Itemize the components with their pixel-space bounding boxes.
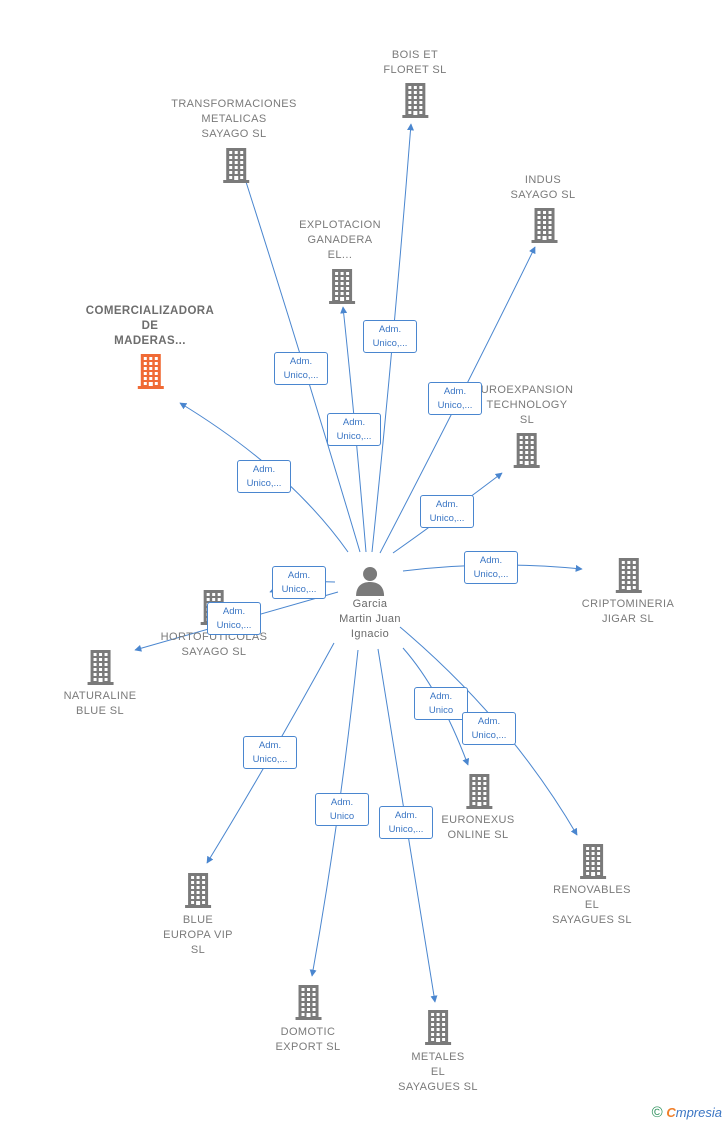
building-icon bbox=[88, 650, 114, 685]
company-name: UROEXPANSION TECHNOLOGY SL bbox=[480, 384, 574, 426]
person-node[interactable]: Garcia Martin Juan Ignacio bbox=[339, 565, 401, 642]
edge-role-label[interactable]: Adm. Unico,... bbox=[464, 551, 518, 584]
building-icon bbox=[137, 354, 164, 389]
company-name: EURONEXUS ONLINE SL bbox=[441, 814, 515, 841]
edge-role-label[interactable]: Adm. Unico bbox=[315, 793, 369, 826]
company-name: DOMOTIC EXPORT SL bbox=[275, 1026, 341, 1053]
company-name: NATURALINE BLUE SL bbox=[63, 690, 137, 717]
footer-brand: © Cmpresia bbox=[652, 1104, 722, 1121]
edge-role-label[interactable]: Adm. Unico,... bbox=[327, 413, 381, 446]
edge-role-label[interactable]: Adm. Unico,... bbox=[462, 712, 516, 745]
edge-role-label[interactable]: Adm. Unico,... bbox=[428, 382, 482, 415]
company-node-explotacion[interactable]: EXPLOTACION GANADERA EL... bbox=[299, 218, 381, 304]
company-node-metales[interactable]: METALES EL SAYAGUES SL bbox=[398, 1009, 478, 1095]
copyright-symbol: © bbox=[651, 1104, 663, 1121]
company-name: COMERCIALIZADORA DE MADERAS... bbox=[85, 305, 215, 347]
company-name: EXPLOTACION GANADERA EL... bbox=[299, 219, 381, 261]
company-node-euroexpansion[interactable]: UROEXPANSION TECHNOLOGY SL bbox=[481, 383, 574, 468]
company-name: BOIS ET FLORET SL bbox=[383, 49, 447, 76]
brand-name: mpresia bbox=[675, 1105, 722, 1120]
edge-role-label[interactable]: Adm. Unico,... bbox=[243, 736, 297, 769]
edge-role-label[interactable]: Adm. Unico bbox=[414, 687, 468, 720]
company-node-domotic[interactable]: DOMOTIC EXPORT SL bbox=[275, 984, 342, 1055]
building-icon bbox=[222, 148, 249, 183]
company-node-comercializadora[interactable]: COMERCIALIZADORA DE MADERAS... bbox=[86, 304, 214, 389]
edge-role-label[interactable]: Adm. Unico,... bbox=[272, 566, 326, 599]
building-icon bbox=[425, 1010, 451, 1045]
company-node-naturaline[interactable]: NATURALINE BLUE SL bbox=[63, 649, 138, 719]
edge-role-label[interactable]: Adm. Unico,... bbox=[274, 352, 328, 385]
building-icon bbox=[328, 269, 355, 304]
edge-role-label[interactable]: Adm. Unico,... bbox=[363, 320, 417, 353]
company-node-blue-europa[interactable]: BLUE EUROPA VIP SL bbox=[163, 872, 233, 958]
building-icon bbox=[466, 774, 492, 809]
company-name: TRANSFORMACIONES METALICAS SAYAGO SL bbox=[171, 98, 297, 140]
person-icon bbox=[356, 567, 384, 596]
company-node-renovables[interactable]: RENOVABLES EL SAYAGUES SL bbox=[552, 843, 633, 928]
company-name: INDUS SAYAGO SL bbox=[510, 174, 576, 201]
person-name: Garcia Martin Juan Ignacio bbox=[339, 598, 401, 640]
building-icon bbox=[580, 844, 606, 879]
company-node-euronexus[interactable]: EURONEXUS ONLINE SL bbox=[441, 773, 515, 843]
edge-role-label[interactable]: Adm. Unico,... bbox=[207, 602, 261, 635]
company-node-bois[interactable]: BOIS ET FLORET SL bbox=[383, 48, 446, 118]
building-icon bbox=[184, 873, 211, 908]
edge-role-label[interactable]: Adm. Unico,... bbox=[237, 460, 291, 493]
company-node-indus[interactable]: INDUS SAYAGO SL bbox=[511, 173, 576, 243]
building-icon bbox=[616, 558, 642, 593]
building-icon bbox=[514, 433, 540, 468]
brand-initial: C bbox=[666, 1105, 676, 1120]
company-name: RENOVABLES EL SAYAGUES SL bbox=[552, 884, 632, 926]
building-icon bbox=[402, 83, 428, 118]
company-node-criptomineria[interactable]: CRIPTOMINERIA JIGAR SL bbox=[581, 557, 675, 627]
building-icon bbox=[531, 208, 558, 243]
company-node-transformaciones[interactable]: TRANSFORMACIONES METALICAS SAYAGO SL bbox=[171, 97, 297, 183]
edge-role-label[interactable]: Adm. Unico,... bbox=[420, 495, 474, 528]
building-icon bbox=[295, 985, 322, 1020]
edge-role-label[interactable]: Adm. Unico,... bbox=[379, 806, 433, 839]
company-name: CRIPTOMINERIA JIGAR SL bbox=[581, 598, 675, 625]
company-name: METALES EL SAYAGUES SL bbox=[398, 1051, 478, 1093]
company-name: BLUE EUROPA VIP SL bbox=[163, 914, 233, 956]
